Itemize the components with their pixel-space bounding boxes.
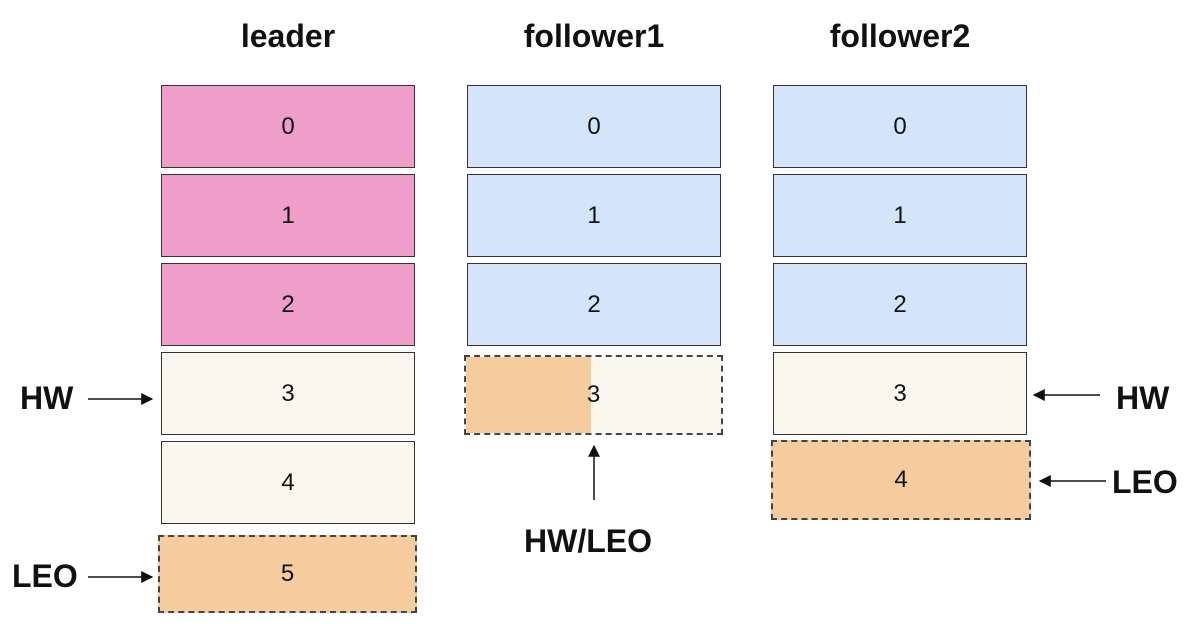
- follower1-entry-label: 2: [587, 290, 601, 318]
- follower2-entry-label: 3: [893, 379, 907, 407]
- follower2-log-entry-0: 0: [773, 85, 1027, 168]
- column-title-leader: leader: [240, 18, 336, 54]
- leader-entry-label: 2: [281, 290, 295, 318]
- follower1-log-entry-3: 3: [464, 355, 723, 435]
- follower2-log-entry-3: 3: [773, 352, 1027, 435]
- follower2-entry-label: 1: [893, 201, 907, 229]
- unfetched-portion: [591, 357, 721, 433]
- follower2-entry-label: 2: [893, 290, 907, 318]
- follower1-entry-label: 0: [587, 112, 601, 140]
- column-title-follower1: follower1: [523, 18, 665, 54]
- follower2-log-entry-1: 1: [773, 174, 1027, 257]
- fetched-portion: [466, 357, 591, 433]
- leader-leo-label: LEO: [12, 558, 78, 594]
- leader-log-entry-1: 1: [161, 174, 415, 257]
- follower1-log-entry-1: 1: [467, 174, 721, 257]
- leader-entry-label: 5: [280, 560, 295, 587]
- follower2-leo-label: LEO: [1112, 464, 1178, 500]
- leader-log-entry-5: 5: [158, 535, 417, 613]
- leader-entry-label: 3: [281, 379, 295, 407]
- leader-log-entry-2: 2: [161, 263, 415, 346]
- follower2-entry-label: 0: [893, 112, 907, 140]
- follower1-entry-label: 3: [586, 381, 601, 408]
- follower2-log-entry-4: 4: [771, 440, 1031, 520]
- leader-entry-label: 4: [281, 468, 295, 496]
- leader-log-entry-4: 4: [161, 441, 415, 524]
- follower1-log-entry-2: 2: [467, 263, 721, 346]
- column-title-follower2: follower2: [829, 18, 971, 54]
- follower2-entry-label: 4: [894, 466, 908, 493]
- leader-log-entry-3: 3: [161, 352, 415, 435]
- follower1-hw-leo-label: HW/LEO: [524, 523, 652, 559]
- follower1-entry-label: 1: [587, 201, 601, 229]
- follower1-log-entry-0: 0: [467, 85, 721, 168]
- leader-entry-label: 1: [281, 201, 295, 229]
- follower2-log-entry-2: 2: [773, 263, 1027, 346]
- leader-hw-label: HW: [20, 380, 74, 416]
- leader-entry-label: 0: [281, 112, 295, 140]
- leader-log-entry-0: 0: [161, 85, 415, 168]
- follower2-hw-label: HW: [1116, 380, 1170, 416]
